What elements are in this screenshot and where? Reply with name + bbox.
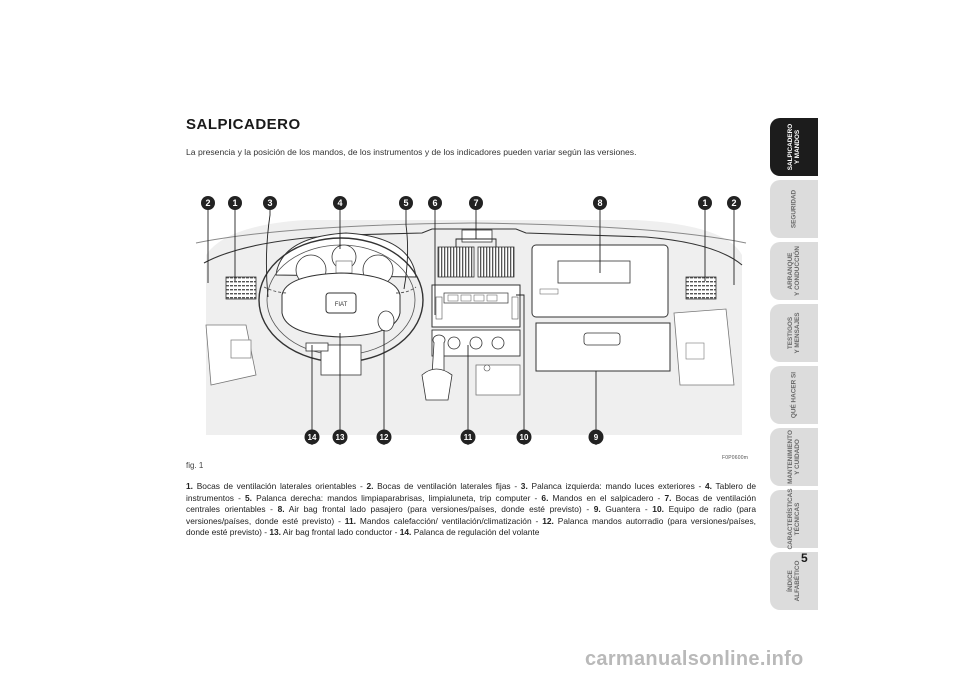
callout-10: 10 xyxy=(516,429,532,445)
caption-item-number: 6. xyxy=(541,492,549,503)
caption-item-number: 11. xyxy=(344,515,356,526)
caption-item-text: Guantera - xyxy=(600,504,653,514)
callout-6: 6 xyxy=(428,196,442,210)
caption-item-number: 9. xyxy=(593,504,601,514)
chapter-tab-label: QUÉ HACER SI xyxy=(790,371,798,419)
callout-3: 3 xyxy=(263,196,277,210)
brand-badge: FIAT xyxy=(335,302,348,308)
page-number: 5 xyxy=(801,551,808,565)
chapter-tab-label: TESTIGOS Y MENSAJES xyxy=(787,312,801,354)
svg-text:1: 1 xyxy=(702,198,707,208)
svg-text:13: 13 xyxy=(336,433,345,442)
caption-item-text: Mandos calefacción/ ventilación/climatiz… xyxy=(355,515,543,526)
callout-9: 9 xyxy=(588,429,604,445)
svg-text:2: 2 xyxy=(731,198,736,208)
caption-item-number: 3. xyxy=(520,481,528,491)
caption-item-text: Palanca izquierda: mando luces exteriore… xyxy=(527,481,705,491)
callout-8: 8 xyxy=(593,196,607,210)
callout-12: 12 xyxy=(376,429,392,445)
callout-4: 4 xyxy=(333,196,347,210)
callout-1-right: 1 xyxy=(698,196,712,210)
chapter-tab-label: SALPICADERO Y MANDOS xyxy=(787,123,801,171)
caption-item-text: Air bag frontal lado conductor - xyxy=(281,527,400,537)
chapter-tab-label: MANTENIMIENTO Y CUIDADO xyxy=(787,430,801,484)
caption-item-text: Mandos en el salpicadero - xyxy=(548,492,665,503)
caption-item-number: 13. xyxy=(269,527,281,537)
page-title: SALPICADERO xyxy=(186,116,301,133)
caption-item-text: Palanca mandos autorradio (para versione… xyxy=(186,515,756,538)
callout-7: 7 xyxy=(469,196,483,210)
figure-caption: 1. Bocas de ventilación laterales orient… xyxy=(186,481,756,539)
caption-item-text: Air bag frontal lado pasajero (para vers… xyxy=(284,504,594,514)
dashboard-figure: FIAT xyxy=(186,185,758,450)
caption-item-number: 10. xyxy=(652,504,664,514)
svg-text:1: 1 xyxy=(232,198,237,208)
chapter-tab-label: ARRANQUE Y CONDUCCIÓN xyxy=(787,246,801,296)
chapter-tab-label: SEGURIDAD xyxy=(790,189,798,229)
dashboard-illustration: FIAT xyxy=(186,185,758,450)
caption-item-text: Equipo de radio (para versiones/países, … xyxy=(186,504,756,526)
callout-1-left: 1 xyxy=(228,196,242,210)
svg-text:3: 3 xyxy=(267,198,272,208)
svg-text:4: 4 xyxy=(337,198,342,208)
svg-text:7: 7 xyxy=(473,198,478,208)
caption-item-number: 1. xyxy=(186,481,193,491)
callout-11: 11 xyxy=(460,429,476,445)
chapter-tab[interactable]: CARACTERÍSTICAS TÉCNICAS xyxy=(770,488,818,550)
svg-text:10: 10 xyxy=(520,433,529,442)
svg-text:11: 11 xyxy=(464,433,473,442)
caption-item-number: 2. xyxy=(366,481,374,491)
chapter-tab[interactable]: QUÉ HACER SI xyxy=(770,366,818,424)
chapter-tab[interactable]: ÍNDICE ALFABÉTICO xyxy=(770,552,818,610)
svg-text:12: 12 xyxy=(380,433,389,442)
caption-item-text: Tablero de instrumentos - xyxy=(186,481,756,503)
caption-item-text: Bocas de ventilación centrales orientabl… xyxy=(186,492,756,515)
caption-item-text: Palanca de regulación del volante xyxy=(411,527,540,537)
caption-item-number: 14. xyxy=(399,527,412,537)
svg-text:5: 5 xyxy=(403,198,408,208)
caption-item-number: 7. xyxy=(664,492,672,503)
callout-14: 14 xyxy=(304,429,320,445)
svg-text:2: 2 xyxy=(205,198,210,208)
chapter-tab-label: ÍNDICE ALFABÉTICO xyxy=(787,560,801,602)
chapter-tab[interactable]: SEGURIDAD xyxy=(770,180,818,238)
svg-text:6: 6 xyxy=(432,198,437,208)
chapter-tab[interactable]: TESTIGOS Y MENSAJES xyxy=(770,304,818,362)
chapter-tab[interactable]: ARRANQUE Y CONDUCCIÓN xyxy=(770,242,818,300)
caption-item-text: Palanca derecha: mandos limpiaparabrisas… xyxy=(251,492,542,503)
figure-label: fig. 1 xyxy=(186,461,204,470)
caption-item-number: 8. xyxy=(277,504,285,514)
caption-item-number: 5. xyxy=(244,492,252,503)
watermark: carmanualsonline.info xyxy=(585,648,804,670)
chapter-tab[interactable]: MANTENIMIENTO Y CUIDADO xyxy=(770,428,818,486)
callout-5: 5 xyxy=(399,196,413,210)
callout-13: 13 xyxy=(332,429,348,445)
callout-2-left: 2 xyxy=(201,196,215,210)
chapter-tab-label: CARACTERÍSTICAS TÉCNICAS xyxy=(787,488,801,550)
caption-item-text: Bocas de ventilación laterales fijas - xyxy=(373,481,521,491)
chapter-tab[interactable]: SALPICADERO Y MANDOS xyxy=(770,118,818,176)
intro-text: La presencia y la posición de los mandos… xyxy=(186,147,637,157)
callout-2-right: 2 xyxy=(727,196,741,210)
svg-text:8: 8 xyxy=(597,198,602,208)
svg-text:9: 9 xyxy=(594,433,599,442)
caption-item-number: 12. xyxy=(542,515,554,526)
caption-item-text: Bocas de ventilación laterales orientabl… xyxy=(193,481,367,491)
svg-text:14: 14 xyxy=(308,433,317,442)
figure-code: F0P0600m xyxy=(722,455,749,461)
caption-item-number: 4. xyxy=(704,481,712,491)
